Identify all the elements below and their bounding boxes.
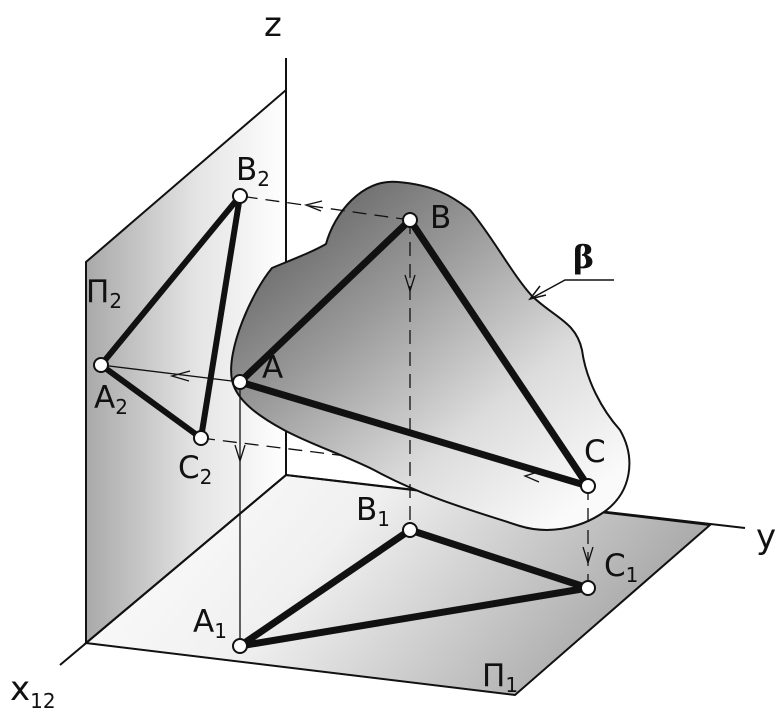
label-a2-sub: 2 [115,395,128,419]
projection-line-a-a2 [100,364,241,383]
z-axis-label: z [264,5,282,45]
label-b2: B2 [236,152,270,191]
label-c1: C1 [604,548,638,587]
horizontal-plane-label-sub: 1 [505,673,518,697]
point-c [580,478,596,494]
projection-line-b-b2 [239,195,411,221]
point-b1 [402,522,418,538]
label-c2-main: C [178,450,200,486]
arrow-b-down [404,274,416,294]
label-b: B [430,200,451,236]
arrow-a-to-a2 [169,370,191,382]
triangle-abc [236,216,592,490]
x-axis-label-main: x [10,669,30,709]
arrow-a-down [234,444,246,464]
label-c: C [584,434,606,470]
label-a: A [262,350,283,386]
label-c1-main: C [604,548,626,584]
point-a1 [232,638,248,654]
frontal-plane-label-sub: 2 [109,289,122,313]
arrow-c-down [582,546,594,566]
horizontal-plane-label: Π1 [482,658,518,697]
label-c2: C2 [178,450,212,489]
y-axis-label: y [756,517,776,557]
beta-leader-line [531,279,614,299]
frontal-plane-label-main: Π [86,274,109,310]
label-a1-main: A [193,604,214,640]
x-axis-label: x12 [10,669,56,713]
point-a2 [93,357,109,373]
point-c1 [580,580,596,596]
x-axis-label-sub: 12 [30,689,55,713]
label-a1-sub: 1 [214,619,227,643]
point-a [232,374,248,390]
beta-leader-arrow [528,285,547,301]
label-b1: B1 [356,492,390,531]
point-b2 [232,188,248,204]
horizontal-plane-label-main: Π [482,658,505,694]
surface-beta-label: β [573,238,594,276]
label-b2-main: B [236,152,257,188]
label-a1: A1 [193,604,227,643]
label-c1-sub: 1 [626,563,639,587]
triangle-a1b1c1 [236,526,592,650]
frontal-plane-label: Π2 [86,274,122,313]
point-b [402,212,418,228]
label-c2-sub: 2 [200,465,213,489]
triangle-a2b2c2 [98,193,243,441]
label-b1-sub: 1 [377,507,390,531]
x-axis [59,474,287,666]
arrow-b-to-b2 [303,200,323,212]
label-b1-main: B [356,492,377,528]
label-a2: A2 [94,380,128,419]
label-b2-sub: 2 [257,167,270,191]
point-c2 [193,430,209,446]
label-a2-main: A [94,380,115,416]
surface-beta [230,180,631,531]
